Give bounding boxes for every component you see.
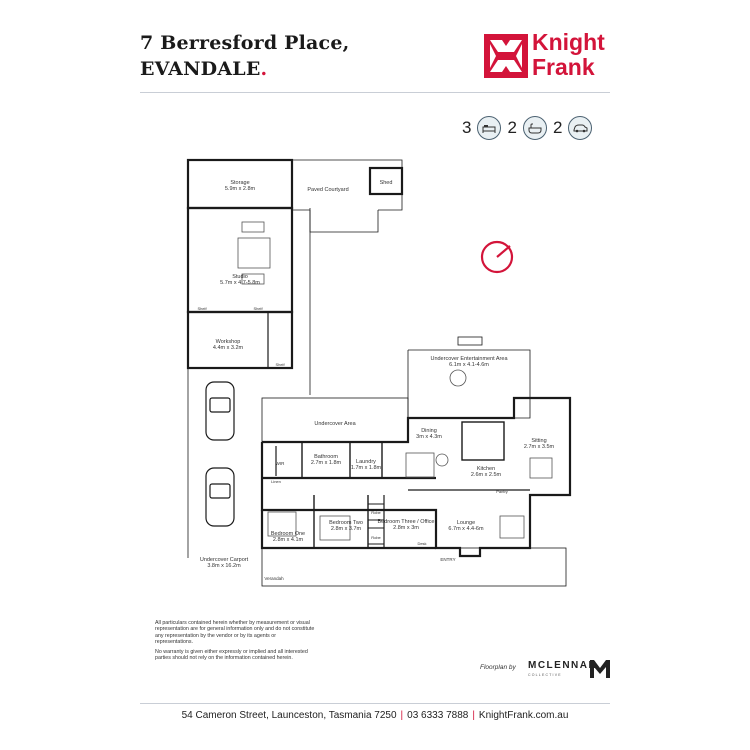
svg-text:2.8m x 3m: 2.8m x 3m [393, 525, 419, 531]
svg-text:Shelf: Shelf [197, 306, 207, 311]
svg-text:Robe: Robe [371, 535, 381, 540]
studio-room [186, 206, 294, 314]
suburb: EVANDALE [140, 58, 261, 80]
svg-text:5.9m x 2.8m: 5.9m x 2.8m [225, 186, 256, 192]
footer-phone[interactable]: 03 6333 7888 [407, 710, 469, 721]
label-storage: Storage [230, 180, 249, 186]
agency-name-line-2: Frank [532, 54, 595, 80]
label-bathroom: Bathroom [314, 454, 338, 460]
svg-text:Robe: Robe [371, 510, 381, 515]
entertainment-area [407, 349, 531, 419]
svg-text:4.4m x 3.2m: 4.4m x 3.2m [213, 345, 244, 351]
svg-text:Linen: Linen [271, 479, 281, 484]
footer: 54 Cameron Street, Launceston, Tasmania … [0, 710, 750, 721]
bedroom-count: 3 [462, 118, 472, 137]
mclennan-subtitle: COLLECTIVE [528, 673, 562, 677]
agency-name-line-1: Knight [532, 29, 605, 55]
label-kitchen: Kitchen [477, 466, 495, 472]
svg-text:6.1m x 4.1-4.6m: 6.1m x 4.1-4.6m [449, 362, 489, 368]
svg-text:2.7m x 1.8m: 2.7m x 1.8m [311, 460, 342, 466]
label-courtyard: Paved Courtyard [307, 187, 348, 193]
svg-text:2.6m x 2.5m: 2.6m x 2.5m [471, 472, 502, 478]
car-1 [205, 381, 235, 441]
car-icon [568, 116, 593, 140]
svg-text:1.7m x 1.8m: 1.7m x 1.8m [351, 465, 382, 471]
label-dining: Dining [421, 428, 437, 434]
svg-text:3.8m x 16.2m: 3.8m x 16.2m [207, 563, 241, 569]
floorplan-credit: Floorplan by [480, 664, 516, 671]
car-2 [205, 467, 235, 527]
svg-text:Pantry: Pantry [496, 489, 508, 494]
svg-text:2.8m x 3.7m: 2.8m x 3.7m [331, 526, 362, 532]
address-dot: . [260, 58, 268, 80]
svg-text:2.7m x 3.5m: 2.7m x 3.5m [524, 444, 555, 450]
knight-frank-logo [484, 34, 528, 78]
verandah [261, 547, 567, 587]
disclaimer-paragraph-2: No warranty is given either expressly or… [155, 648, 308, 662]
bath-icon [522, 116, 547, 140]
svg-text:2.8m x 4.1m: 2.8m x 4.1m [273, 537, 304, 543]
address-line-1: 7 Berresford Place, [140, 32, 350, 54]
footer-separator: | [400, 710, 404, 721]
label-undercover-area: Undercover Area [314, 421, 356, 427]
label-entry: ENTRY [440, 557, 455, 562]
footer-separator: | [472, 710, 475, 721]
label-carport: Undercover Carport [200, 557, 249, 563]
header-divider [140, 92, 610, 93]
footer-divider [140, 703, 610, 704]
label-entertainment: Undercover Entertainment Area [430, 356, 508, 362]
undercover-area [261, 397, 409, 443]
compass-icon [480, 240, 514, 274]
disclaimer-paragraph-1: All particulars contained herein whether… [155, 620, 315, 646]
kitchen-counter [461, 421, 505, 461]
bathroom-count: 2 [507, 118, 517, 137]
svg-text:Desk: Desk [417, 541, 426, 546]
mclennan-logo-icon [590, 660, 610, 678]
label-sitting: Sitting [531, 438, 546, 444]
label-verandah: Verandah [264, 576, 284, 581]
label-lounge: Lounge [457, 520, 475, 526]
label-laundry: Laundry [356, 459, 376, 465]
svg-text:Shelf: Shelf [275, 362, 285, 367]
label-workshop: Workshop [216, 339, 241, 345]
svg-text:3m x 4.3m: 3m x 4.3m [416, 434, 442, 440]
label-studio: Studio [232, 274, 248, 280]
disclaimer: All particulars contained herein whether… [155, 620, 315, 664]
workshop-room [186, 310, 294, 370]
floor-plan: Storage 5.9m x 2.8m Paved Courtyard Shed… [186, 158, 572, 587]
property-address: 7 Berresford Place, EVANDALE. [140, 30, 349, 82]
svg-text:5.7m x 4.7-5.8m: 5.7m x 4.7-5.8m [220, 280, 260, 286]
svg-text:Shelf: Shelf [253, 306, 263, 311]
footer-address: 54 Cameron Street, Launceston, Tasmania … [181, 710, 397, 721]
label-wir: WIR [276, 461, 285, 466]
label-shed: Shed [380, 180, 393, 186]
shed [368, 166, 404, 196]
agency-wordmark: Knight Frank [532, 30, 605, 80]
car-count: 2 [552, 118, 563, 137]
label-bed2: Bedroom Two [329, 520, 363, 526]
svg-text:6.7m x 4.4-6m: 6.7m x 4.4-6m [448, 526, 484, 532]
label-bed1: Bedroom One [271, 531, 305, 537]
footer-website[interactable]: KnightFrank.com.au [478, 710, 569, 721]
address-line-2: EVANDALE. [140, 56, 349, 82]
label-bed3: Bedroom Three / Office [378, 519, 435, 525]
mclennan-wordmark: MCLENNAN [528, 660, 598, 671]
property-features: 3 2 2 [462, 115, 593, 141]
bed-icon [477, 116, 502, 140]
